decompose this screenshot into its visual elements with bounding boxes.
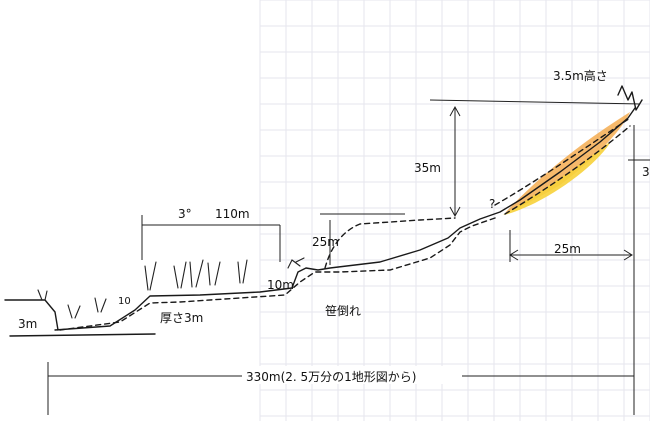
graph-grid <box>259 0 650 421</box>
total-distance-label-bg <box>242 366 462 384</box>
label-small-10: 10 <box>118 296 131 307</box>
label-total-distance: 330m(2. 5万分の1地形図から) <box>246 370 417 384</box>
height-35-top-line <box>429 99 641 105</box>
label-depth-10: 10m <box>267 278 294 292</box>
label-top-height: 3.5m高さ <box>553 68 608 83</box>
label-width-25: 25m <box>554 242 581 256</box>
width-25-arrowhead-left <box>509 249 519 261</box>
label-left-3m: 3m <box>18 317 37 331</box>
height-35-arrowhead-top <box>449 105 461 117</box>
deposit-base-line <box>59 217 496 331</box>
label-bamboo-fallen: 笹倒れ <box>325 304 361 318</box>
width-25-arrowhead-right <box>623 249 633 261</box>
slope-profile-line <box>54 107 636 331</box>
label-height-35: 35m <box>414 161 441 175</box>
deposit-upper-line-2 <box>504 125 631 215</box>
grass-tufts <box>37 257 305 319</box>
deposit-orange-area <box>505 112 630 213</box>
surge-line <box>324 217 456 269</box>
summit-mark <box>617 85 643 111</box>
label-right-edge: 3 <box>642 165 650 179</box>
label-height-25: 25m <box>312 235 339 249</box>
label-angle: 3° <box>178 207 192 221</box>
label-thickness: 厚さ3m <box>160 311 203 325</box>
deposit-upper-line-1 <box>494 117 631 206</box>
lowland-base <box>9 333 156 337</box>
label-question: ? <box>489 197 495 211</box>
lowland-outline <box>4 299 59 331</box>
label-length-110: 110m <box>215 207 250 221</box>
height-35-arrowhead-bottom <box>449 206 461 218</box>
